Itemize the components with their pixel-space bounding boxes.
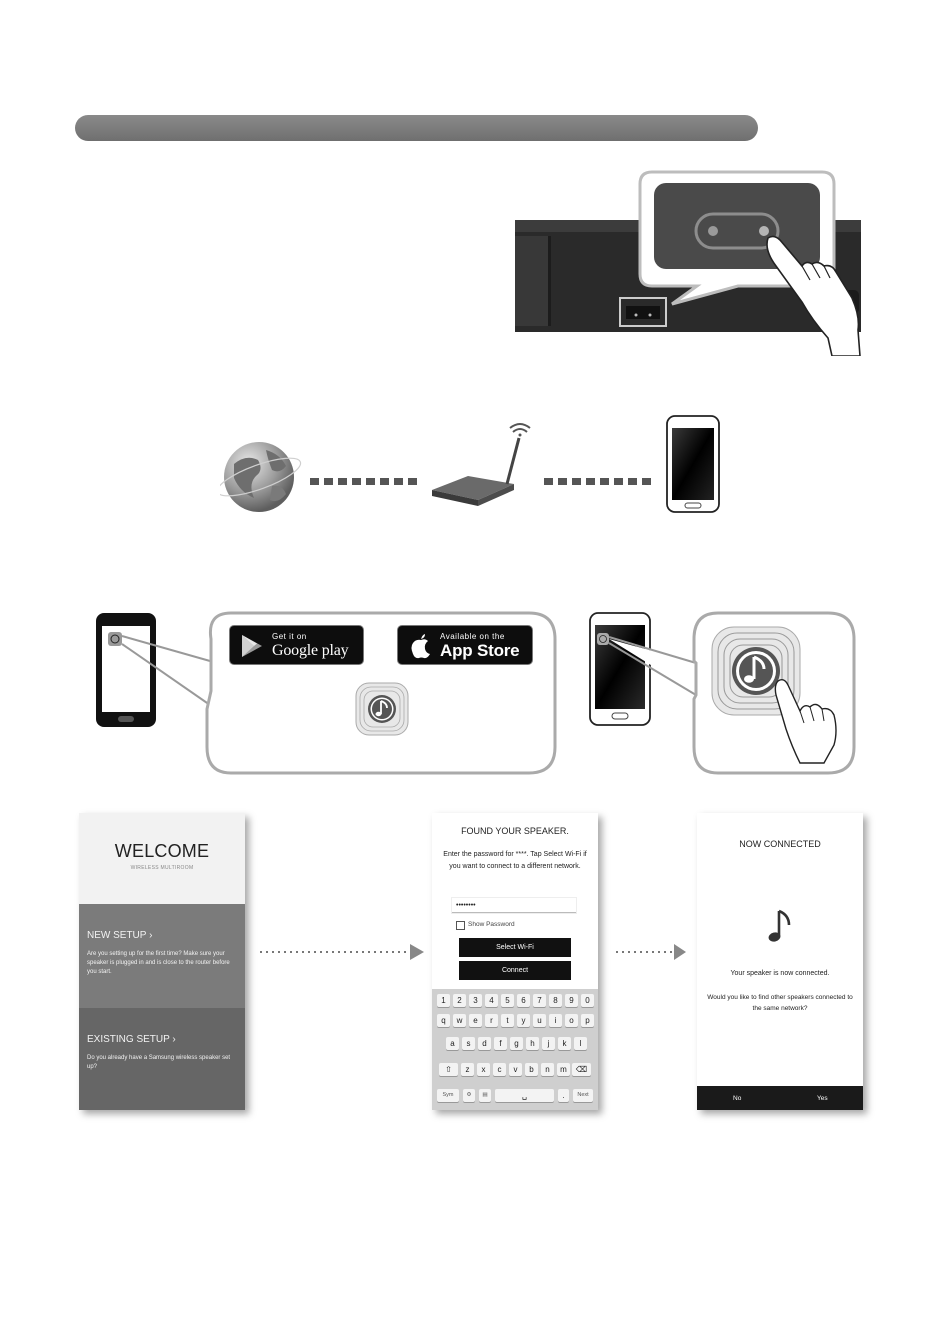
welcome-header: WELCOME WIRELESS MULTIROOM [79,813,245,904]
connect-button[interactable]: Connect [459,961,571,980]
answer-bar: No Yes [697,1086,863,1110]
speaker-wps-illustration [515,170,861,356]
key[interactable]: k [558,1037,571,1050]
apple-icon [411,634,430,659]
key[interactable]: j [542,1037,555,1050]
speaker-button-icon [708,226,718,236]
found-instructions: Enter the password for ****. Tap Select … [443,851,587,870]
google-badge-small-text: Get it on [272,632,307,641]
key[interactable]: 4 [485,994,498,1007]
period-key[interactable]: . [558,1089,569,1102]
chevron-right-icon: › [172,1034,176,1045]
yes-button[interactable]: Yes [817,1095,828,1102]
chevron-right-icon: › [149,930,153,941]
launch-app-illustration [589,611,856,775]
key[interactable]: q [437,1014,450,1027]
key[interactable]: m [557,1063,570,1076]
key[interactable]: 9 [565,994,578,1007]
router-icon [432,437,521,506]
space-key[interactable]: ␣ [495,1089,554,1102]
connected-question: Would you like to find other speakers co… [707,994,853,1012]
key[interactable]: x [477,1063,490,1076]
show-password-checkbox[interactable] [456,921,465,930]
connected-title: NOW CONNECTED [739,839,821,849]
welcome-screen: WELCOME WIRELESS MULTIROOM NEW SETUP › A… [79,813,245,1110]
globe-icon [220,442,302,512]
existing-setup-option[interactable]: EXISTING SETUP › Do you already have a S… [79,1008,245,1110]
password-field[interactable]: •••••••• [452,898,576,913]
welcome-title: WELCOME [114,841,210,861]
phone-app-icon-illustration [96,613,211,727]
music-app-icon [355,682,409,736]
next-key[interactable]: Next [573,1089,593,1102]
key[interactable]: h [526,1037,539,1050]
backspace-icon: ⌫ [575,1065,588,1074]
smartphone-icon [666,415,720,513]
app-store-badge[interactable]: Available on the App Store [397,625,533,665]
google-badge-big-text: Google play [272,642,349,659]
key[interactable]: v [509,1063,522,1076]
key[interactable]: 2 [453,994,466,1007]
space-icon: ␣ [521,1091,528,1100]
now-connected-screen: NOW CONNECTED Your speaker is now connec… [697,813,863,1110]
existing-setup-title: EXISTING SETUP › [87,1034,176,1045]
key[interactable]: o [565,1014,578,1027]
new-setup-title: NEW SETUP › [87,930,153,941]
key[interactable]: l [574,1037,587,1050]
welcome-subtitle: WIRELESS MULTIROOM [130,865,194,871]
key[interactable]: 3 [469,994,482,1007]
section-header-bar [75,115,758,141]
backspace-key[interactable]: ⌫ [572,1063,591,1076]
key[interactable]: 7 [533,994,546,1007]
key[interactable]: f [494,1037,507,1050]
key[interactable]: c [493,1063,506,1076]
key[interactable]: d [478,1037,491,1050]
new-setup-option[interactable]: NEW SETUP › Are you setting up for the f… [79,904,245,1008]
key[interactable]: i [549,1014,562,1027]
no-button[interactable]: No [733,1095,742,1102]
key[interactable]: p [581,1014,594,1027]
connected-message: Your speaker is now connected. [730,970,830,977]
key[interactable]: u [533,1014,546,1027]
key[interactable]: r [485,1014,498,1027]
arrow-right-icon [616,944,686,960]
key[interactable]: a [446,1037,459,1050]
settings-key[interactable]: ⚙ [463,1089,475,1102]
sym-key[interactable]: Sym [437,1089,459,1102]
key[interactable]: y [517,1014,530,1027]
new-setup-text: Are you setting up for the first time? M… [87,951,230,975]
clipboard-key[interactable]: ▤ [479,1089,491,1102]
key[interactable]: s [462,1037,475,1050]
apple-badge-small-text: Available on the [440,632,505,641]
select-wifi-button[interactable]: Select Wi-Fi [459,938,571,957]
key[interactable]: 1 [437,994,450,1007]
key[interactable]: e [469,1014,482,1027]
key[interactable]: 0 [581,994,594,1007]
play-store-icon [242,635,262,657]
google-play-badge[interactable]: Get it on Google play [229,625,364,665]
shift-key[interactable]: ⇧ [439,1063,458,1076]
hand-pointer-icon [766,235,861,356]
network-diagram [220,415,720,513]
music-note-icon [768,909,791,942]
key[interactable]: n [541,1063,554,1076]
show-password-label: Show Password [468,921,515,928]
existing-setup-text: Do you already have a Samsung wireless s… [87,1055,231,1070]
hand-pointer-icon [774,678,837,764]
key[interactable]: 6 [517,994,530,1007]
key[interactable]: z [461,1063,474,1076]
arrow-right-icon [260,944,424,960]
key[interactable]: t [501,1014,514,1027]
wifi-icon [509,423,531,437]
apple-badge-big-text: App Store [440,641,520,660]
key[interactable]: g [510,1037,523,1050]
key[interactable]: 5 [501,994,514,1007]
key[interactable]: w [453,1014,466,1027]
found-speaker-screen: FOUND YOUR SPEAKER. Enter the password f… [432,813,598,1110]
key[interactable]: 8 [549,994,562,1007]
key[interactable]: b [525,1063,538,1076]
shift-icon: ⇧ [445,1065,452,1074]
found-title: FOUND YOUR SPEAKER. [461,826,569,836]
